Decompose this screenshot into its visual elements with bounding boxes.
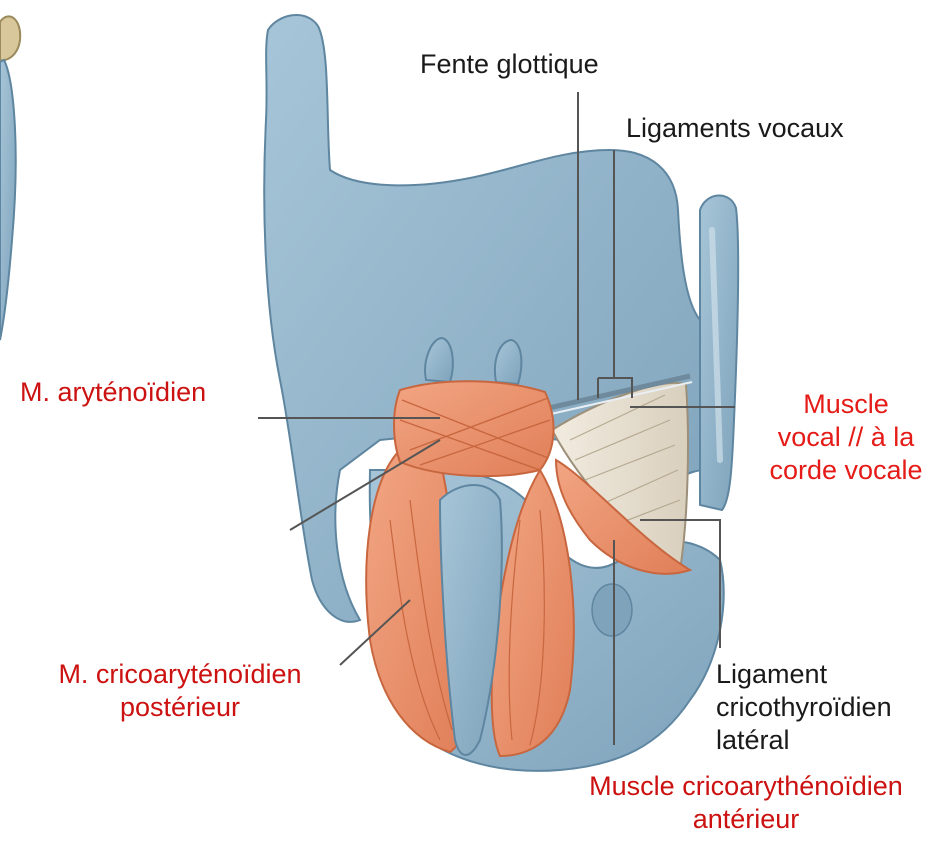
- thyroid-superior-horn: [700, 195, 738, 510]
- label-m-cricoaryt-post-line1: M. cricoaryténoïdien: [30, 658, 330, 691]
- label-ligaments-vocaux: Ligaments vocaux: [626, 112, 844, 145]
- label-m-arytenoidien: M. aryténoïdien: [20, 376, 206, 409]
- label-m-cricoaryt-post: M. cricoaryténoïdien postérieur: [30, 658, 330, 724]
- arytenoid-muscle: [394, 381, 554, 476]
- label-ligament-crico-line2: cricothyroïdien: [716, 691, 892, 724]
- label-ligament-crico: Ligament cricothyroïdien latéral: [716, 658, 892, 757]
- label-ligament-crico-line1: Ligament: [716, 658, 892, 691]
- label-muscle-vocal-line2: vocal // à la: [746, 421, 946, 454]
- label-muscle-vocal-line3: corde vocale: [746, 454, 946, 487]
- hyoid-bone-fragment: [0, 16, 20, 340]
- label-m-cricoaryt-post-line2: postérieur: [30, 691, 330, 724]
- label-muscle-cricoaryt-ant-line1: Muscle cricoarythénoïdien: [556, 770, 936, 803]
- label-muscle-vocal-line1: Muscle: [746, 388, 946, 421]
- label-fente-glottique: Fente glottique: [420, 48, 599, 81]
- label-muscle-cricoaryt-ant-line2: antérieur: [556, 803, 936, 836]
- label-ligament-crico-line3: latéral: [716, 724, 892, 757]
- label-muscle-vocal: Muscle vocal // à la corde vocale: [746, 388, 946, 487]
- label-muscle-cricoaryt-ant: Muscle cricoarythénoïdien antérieur: [556, 770, 936, 836]
